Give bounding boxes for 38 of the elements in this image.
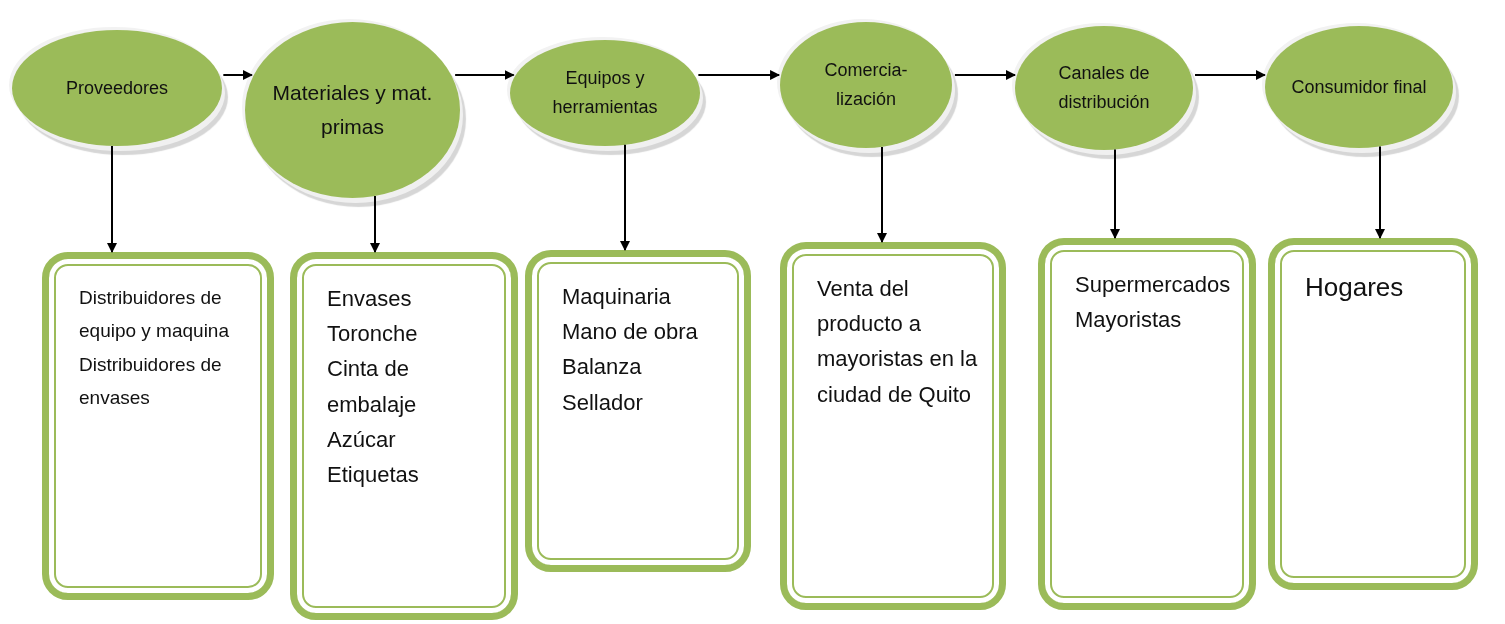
- arrow: [1110, 148, 1120, 239]
- box-text: Venta del producto a mayoristas en la ciudad de Quito: [817, 275, 979, 409]
- box-text: Supermercados: [1075, 271, 1231, 299]
- box-text: Distribuidores de equipo y maquina: [79, 286, 230, 344]
- box-text: Hogares: [1305, 271, 1405, 304]
- arrow: [454, 70, 515, 80]
- rounded-box: [42, 252, 274, 600]
- node-label: Canales de distribución: [1057, 62, 1151, 114]
- box-text: Envases: [327, 285, 413, 313]
- arrow: [370, 195, 380, 253]
- arrow: [1375, 145, 1385, 239]
- box-text: Sellador: [562, 388, 644, 417]
- box-text: Balanza: [562, 353, 643, 382]
- node-label: Equipos y herramientas: [551, 67, 659, 119]
- arrow: [107, 144, 117, 253]
- box-text: Mayoristas: [1075, 306, 1183, 335]
- arrow: [1194, 70, 1266, 80]
- box-text: Azúcar: [327, 425, 397, 454]
- node-label: Consumidor final: [1291, 75, 1427, 99]
- box-text: Etiquetas: [327, 460, 420, 489]
- node-label: Proveedores: [65, 76, 169, 100]
- box-text: Distribuidores de envases: [79, 352, 223, 410]
- node-label: Materiales y mat. primas: [271, 80, 434, 140]
- box-text: Mano de obra: [562, 318, 699, 347]
- rounded-box: [1268, 238, 1478, 590]
- arrow: [222, 70, 253, 80]
- arrow: [620, 143, 630, 251]
- rounded-box: [1038, 238, 1256, 610]
- arrow: [877, 145, 887, 243]
- rounded-box: [525, 250, 751, 572]
- box-text: Toronche: [327, 320, 419, 349]
- rounded-box: [780, 242, 1006, 610]
- node-label: Comercia- lización: [823, 59, 909, 111]
- box-text: Cinta de embalaje: [327, 355, 418, 419]
- arrow: [697, 70, 781, 80]
- rounded-box: [290, 252, 518, 620]
- arrow: [953, 70, 1016, 80]
- box-text: Maquinaria: [562, 283, 672, 311]
